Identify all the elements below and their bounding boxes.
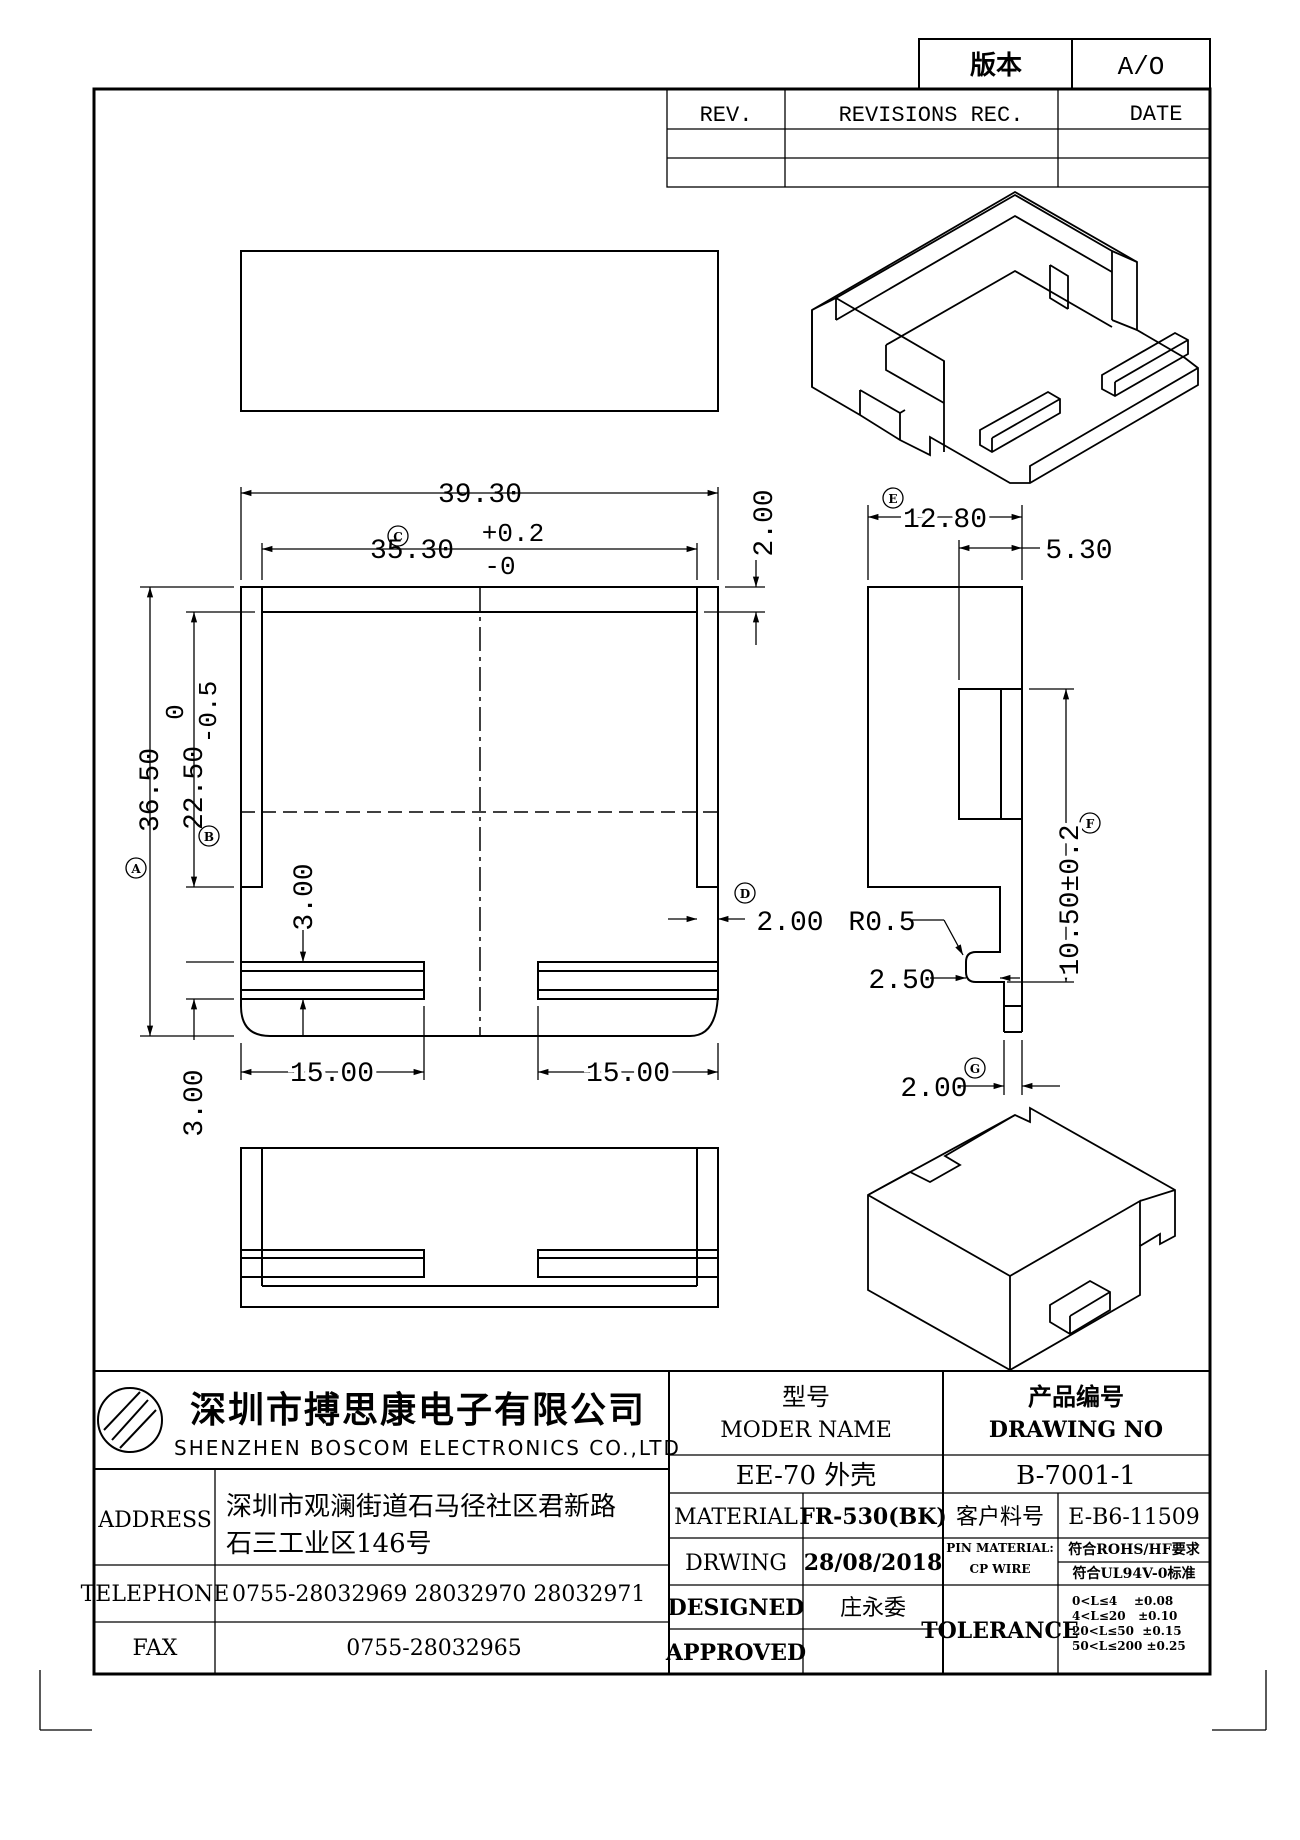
- pin-material-value1: 符合ROHS/HF要求: [1067, 1541, 1200, 1558]
- dim-35-30: 35.30: [370, 536, 454, 567]
- front-view-dimensions: 39.30 35.30 +0.2 -0 2.00 36.50 22.50 0 -…: [136, 480, 824, 1137]
- side-view-dimensions: 12.80 5.30 10.50±0.2 R0.5 2.50 2.00: [848, 501, 1112, 1105]
- dim-5-30: 5.30: [1045, 536, 1112, 567]
- approved-label: APPROVED: [665, 1640, 806, 1666]
- top-view-outline: [240, 250, 719, 412]
- dim-22-50-tol-plus: 0: [161, 704, 191, 720]
- dim-2-00-right: 2.00: [756, 908, 823, 939]
- material-label: MATERIAL: [674, 1505, 798, 1530]
- side-view: [867, 586, 1023, 1033]
- svg-text:D: D: [740, 887, 750, 901]
- dim-15-00-right: 15.00: [586, 1059, 670, 1090]
- svg-text:E: E: [888, 492, 897, 506]
- svg-text:F: F: [1086, 817, 1095, 831]
- dim-10-50: 10.50±0.2: [1056, 824, 1087, 975]
- pin-material-value2: 符合UL94V-0标准: [1072, 1565, 1196, 1582]
- dim-35-30-tol-plus: +0.2: [482, 519, 544, 549]
- company-logo: [97, 1387, 163, 1453]
- cp-wire-label: CP WIRE: [970, 1562, 1031, 1576]
- svg-text:C: C: [393, 530, 403, 544]
- address-label: ADDRESS: [97, 1508, 212, 1533]
- marker-a: A: [125, 857, 147, 879]
- dim-22-50-tol-minus: -0.5: [194, 681, 224, 743]
- isometric-view-closed: [867, 1106, 1176, 1372]
- dim-3-00-mid: 3.00: [290, 863, 321, 930]
- marker-f: F: [1079, 812, 1101, 834]
- dim-2-50: 2.50: [868, 966, 935, 997]
- dim-2-00-top: 2.00: [750, 489, 781, 556]
- fax-label: FAX: [133, 1636, 178, 1661]
- rev-header: REV.: [700, 103, 753, 128]
- fax-value: 0755-28032965: [346, 1636, 521, 1661]
- revisions-table: REV. REVISIONS REC. DATE: [666, 88, 1211, 188]
- telephone-value: 0755-28032969 28032970 28032971: [232, 1582, 645, 1607]
- dim-3-00-bottom: 3.00: [180, 1069, 211, 1136]
- revisions-rec-header: REVISIONS REC.: [839, 103, 1024, 128]
- svg-text:A: A: [130, 862, 141, 876]
- svg-text:B: B: [204, 830, 214, 844]
- version-label: 版本: [969, 51, 1022, 81]
- dim-r0-5: R0.5: [848, 908, 915, 939]
- address-line1: 深圳市观澜街道石马径社区君新路: [226, 1492, 616, 1522]
- drawing-date-value: 28/08/2018: [804, 1550, 943, 1576]
- version-value: A/O: [1118, 52, 1165, 82]
- marker-d: D: [734, 882, 756, 904]
- drawing-no-value: B-7001-1: [1016, 1461, 1136, 1491]
- bottom-view: [240, 1147, 719, 1308]
- sheet-border: [92, 87, 1212, 1676]
- address-line2: 石三工业区146号: [226, 1529, 432, 1559]
- marker-e: E: [882, 487, 904, 509]
- tolerance-label: TOLERANCE: [921, 1618, 1079, 1644]
- date-header: DATE: [1130, 102, 1183, 127]
- tolerance-row: 50<L≤200 ±0.25: [1072, 1639, 1186, 1653]
- company-name-en: SHENZHEN BOSCOM ELECTRONICS CO.,LTD: [174, 1436, 681, 1460]
- material-value: FR-530(BK): [799, 1504, 947, 1530]
- telephone-label: TELEPHONE: [81, 1582, 230, 1607]
- dim-2-00-side: 2.00: [900, 1074, 967, 1105]
- dim-15-00-left: 15.00: [290, 1059, 374, 1090]
- customer-code-value: E-B6-11509: [1068, 1505, 1199, 1530]
- marker-c: C: [387, 525, 409, 547]
- title-block: 深圳市搏思康电子有限公司 SHENZHEN BOSCOM ELECTRONICS…: [81, 1370, 1210, 1674]
- dim-39-30: 39.30: [438, 480, 522, 511]
- model-value: EE-70 外壳: [736, 1461, 877, 1491]
- isometric-view-open: [811, 190, 1199, 484]
- model-label-en: MODER NAME: [720, 1418, 892, 1443]
- drawing-date-label: DRWING: [685, 1551, 787, 1576]
- tolerance-row: 20<L≤50 ±0.15: [1072, 1624, 1182, 1638]
- designed-label: DESIGNED: [668, 1595, 805, 1621]
- dim-12-80: 12.80: [903, 505, 987, 536]
- pin-material-label: PIN MATERIAL:: [946, 1541, 1054, 1555]
- model-label-cn: 型号: [782, 1383, 830, 1411]
- drawing-no-label-en: DRAWING NO: [989, 1417, 1163, 1443]
- company-name-cn: 深圳市搏思康电子有限公司: [190, 1389, 646, 1431]
- crop-marks: [39, 1670, 1267, 1731]
- customer-code-label: 客户料号: [956, 1505, 1044, 1530]
- svg-text:G: G: [970, 1062, 980, 1076]
- dim-22-50: 22.50: [180, 746, 211, 830]
- dim-35-30-tol-minus: -0: [484, 552, 515, 582]
- drawing-no-label-cn: 产品编号: [1028, 1382, 1124, 1411]
- marker-b: B: [198, 825, 220, 847]
- tolerance-row: 4<L≤20 ±0.10: [1072, 1609, 1177, 1623]
- tolerance-row: 0<L≤4 ±0.08: [1072, 1594, 1173, 1608]
- designed-value: 庄永委: [840, 1596, 906, 1621]
- dim-36-50: 36.50: [136, 748, 167, 832]
- version-box: 版本 A/O: [918, 38, 1211, 90]
- front-view: [240, 586, 719, 1037]
- marker-g: G: [964, 1057, 986, 1079]
